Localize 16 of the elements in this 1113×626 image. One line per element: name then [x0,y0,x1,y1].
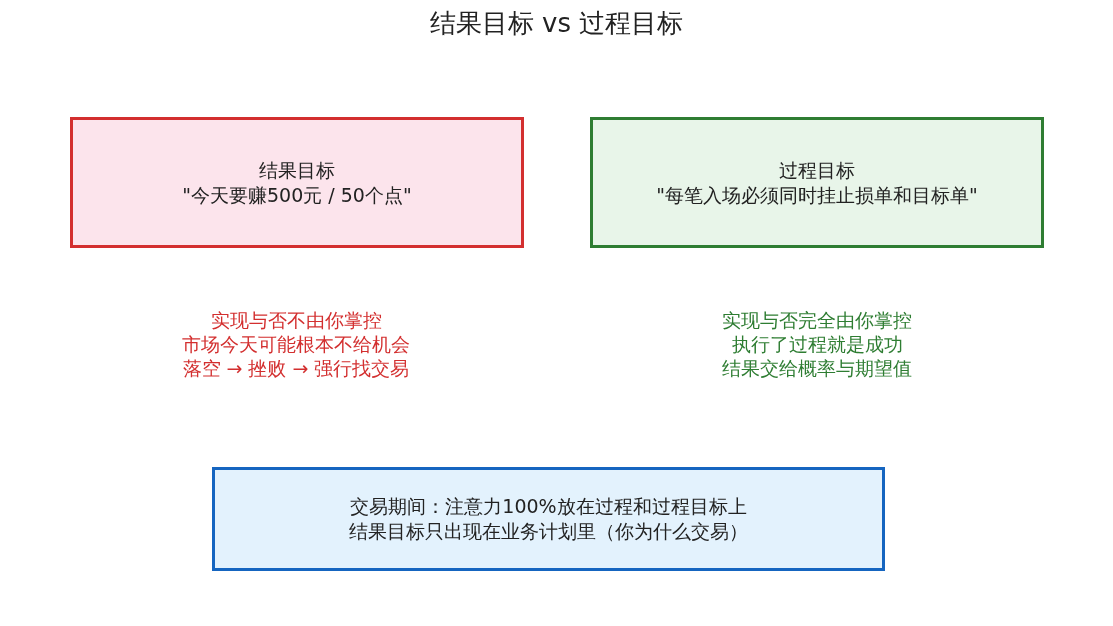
note-text: 执行了过程就是成功 [731,332,903,356]
goal-box [590,117,1044,248]
goal-box [212,467,885,571]
note-text: 实现与否不由你掌控 [210,308,382,332]
box-heading: 交易期间：注意力100%放在过程和过程目标上 [350,494,747,519]
box-text: "每笔入场必须同时挂止损单和目标单" [656,182,978,208]
box-text: "今天要赚500元 / 50个点" [182,182,412,208]
diagram-title: 结果目标 vs 过程目标 [428,7,685,40]
box-text: 结果目标只出现在业务计划里（你为什么交易） [349,519,748,544]
note-text: 结果交给概率与期望值 [722,356,912,380]
note-text: 实现与否完全由你掌控 [722,308,912,332]
box-heading: 结果目标 [259,157,335,183]
goal-box [70,117,524,248]
box-heading: 过程目标 [779,157,855,183]
note-text: 落空 → 挫败 → 强行找交易 [182,356,410,380]
note-text: 市场今天可能根本不给机会 [182,332,410,356]
